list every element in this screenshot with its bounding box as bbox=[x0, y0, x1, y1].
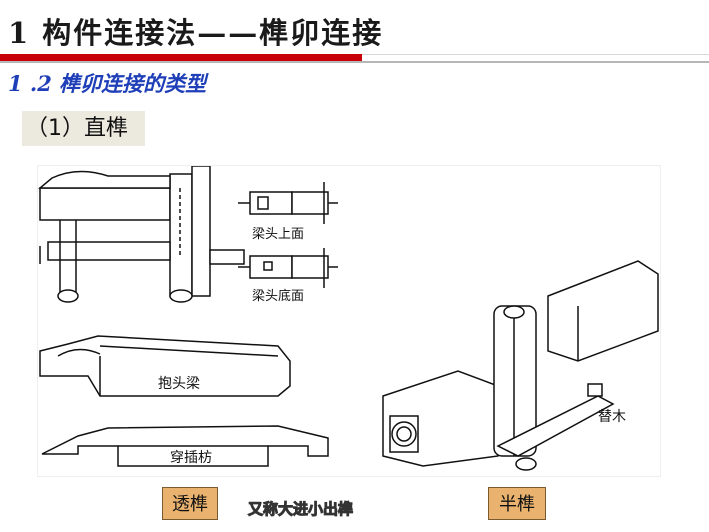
title-underline-light bbox=[362, 54, 709, 55]
beam-end-plan-views bbox=[238, 182, 338, 288]
joinery-illustration: 梁头上面 梁头底面 抱头梁 穿插枋 bbox=[37, 165, 659, 471]
half-tenon-exploded-drawing bbox=[382, 260, 659, 471]
section-label: （1）直榫 bbox=[22, 111, 145, 146]
straight-tenon-assembly bbox=[37, 165, 245, 303]
label-beam-top: 梁头上面 bbox=[252, 227, 304, 242]
tou-tenon-button[interactable]: 透榫 bbox=[162, 487, 218, 520]
chuancha-fang-drawing bbox=[41, 425, 329, 467]
title-underline-red bbox=[0, 54, 362, 61]
baotou-beam-drawing bbox=[39, 335, 291, 397]
slide-subtitle: 1 .2 榫卯连接的类型 bbox=[8, 71, 207, 96]
ban-tenon-button[interactable]: 半榫 bbox=[488, 487, 546, 520]
label-baotou: 抱头梁 bbox=[158, 376, 200, 392]
alternate-name-note: 又称大进小出榫 bbox=[247, 500, 354, 519]
label-timu: 替木 bbox=[598, 409, 626, 425]
label-chuancha: 穿插枋 bbox=[170, 450, 212, 466]
title-underline-gray bbox=[0, 61, 709, 63]
label-beam-bottom: 梁头底面 bbox=[252, 288, 304, 304]
joinery-figure: 梁头上面 梁头底面 抱头梁 穿插枋 bbox=[37, 165, 661, 477]
slide-title: 1 构件连接法——榫卯连接 bbox=[8, 16, 384, 50]
